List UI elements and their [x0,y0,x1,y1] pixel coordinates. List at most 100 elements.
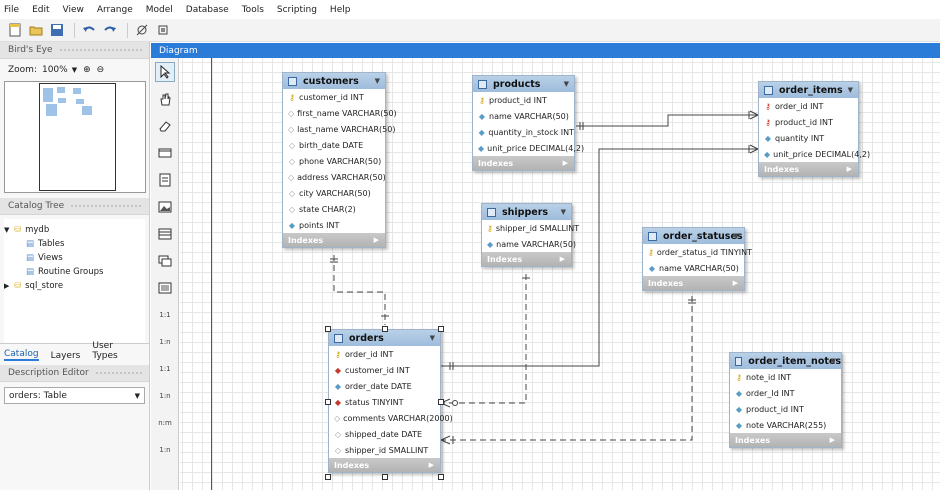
image-icon[interactable] [155,197,175,217]
entity-header[interactable]: shippers▼ [482,204,571,220]
column-row[interactable]: ◆quantity INT [759,130,858,146]
resize-handle[interactable] [438,326,444,332]
resize-handle[interactable] [382,326,388,332]
entity-header[interactable]: orders▼ [329,330,440,346]
note-icon[interactable] [155,170,175,190]
indexes-footer[interactable]: Indexes▶ [329,458,440,472]
relationship-existing-icon[interactable]: 1:n [155,440,175,460]
menu-scripting[interactable]: Scripting [276,4,317,15]
column-row[interactable]: ⚷product_id INT [759,114,858,130]
column-row[interactable]: ⚷order_id INT [759,98,858,114]
tree-item-mydb[interactable]: ▼⛁mydb [4,223,145,237]
expand-arrow-icon[interactable]: ▶ [732,279,738,287]
tab-catalog[interactable]: Catalog [4,349,39,361]
entity-header[interactable]: products▼ [473,76,574,92]
save-icon[interactable] [48,22,66,39]
expand-arrow-icon[interactable]: ▶ [428,461,434,469]
hand-icon[interactable] [155,89,175,109]
column-row[interactable]: ◆quantity_in_stock INT [473,124,574,140]
toggle-page-icon[interactable] [154,22,172,39]
expand-arrow-icon[interactable]: ▶ [373,236,379,244]
menu-arrange[interactable]: Arrange [96,4,133,15]
collapse-icon[interactable]: ▼ [374,77,380,85]
indexes-footer[interactable]: Indexes▶ [482,252,571,266]
expand-icon[interactable]: ▼ [4,226,10,234]
resize-handle[interactable] [325,326,331,332]
entity-order-item-notes[interactable]: order_item_notes▼ ⚷note_id INT ◆order_Id… [729,352,842,448]
entity-header[interactable]: order_item_notes▼ [730,353,841,369]
description-object-select[interactable]: orders: Table▼ [4,387,145,404]
zoom-in-icon[interactable]: ⊕ [83,65,91,75]
column-row[interactable]: ◆unit_price DECIMAL(4,2) [473,140,584,156]
routine-group-icon[interactable] [155,278,175,298]
entity-products[interactable]: products▼ ⚷product_id INT ◆name VARCHAR(… [472,75,584,171]
column-row[interactable]: ⚷order_status_id TINYINT [643,244,752,260]
collapse-icon[interactable]: ▼ [560,208,566,216]
column-row[interactable]: ◆points INT [283,217,385,233]
entity-header[interactable]: order_statuses▼ [643,228,744,244]
expand-arrow-icon[interactable]: ▶ [562,159,568,167]
column-row[interactable]: ◆product_id INT [730,401,841,417]
zoom-value[interactable]: 100% [41,65,68,75]
entity-shippers[interactable]: shippers▼ ⚷shipper_id SMALLINT ◆name VAR… [481,203,579,267]
relationship-1-n-nonid-icon[interactable]: 1:n [155,386,175,406]
pointer-icon[interactable] [155,62,175,82]
new-file-icon[interactable] [6,22,24,39]
relationship-1-1-icon[interactable]: 1:1 [155,305,175,325]
zoom-dropdown-icon[interactable]: ▼ [71,66,78,74]
resize-handle[interactable] [438,399,444,405]
resize-handle[interactable] [438,474,444,480]
column-row[interactable]: ⚷product_id INT [473,92,574,108]
column-row[interactable]: ◇city VARCHAR(50) [283,185,385,201]
entity-customers[interactable]: customers▼ ⚷customer_id INT ◇first_name … [282,72,397,248]
entity-orders[interactable]: orders▼ ⚷order_id INT ◆customer_id INT ◆… [328,329,453,473]
undo-icon[interactable] [80,22,98,39]
column-row[interactable]: ◇state CHAR(2) [283,201,385,217]
layer-icon[interactable] [155,143,175,163]
view-icon[interactable] [155,251,175,271]
collapse-icon[interactable]: ▼ [733,232,739,240]
indexes-footer[interactable]: Indexes▶ [283,233,385,247]
column-row[interactable]: ◆name VARCHAR(50) [643,260,744,276]
menu-edit[interactable]: Edit [32,4,50,15]
indexes-footer[interactable]: Indexes▶ [730,433,841,447]
column-row[interactable]: ◇comments VARCHAR(2000) [329,410,453,426]
entity-order-items[interactable]: order_items▼ ⚷order_id INT ⚷product_id I… [758,81,870,177]
eraser-icon[interactable] [155,116,175,136]
column-row[interactable]: ◆status TINYINT [329,394,440,410]
entity-header[interactable]: customers▼ [283,73,385,89]
column-row[interactable]: ◆order_Id INT [730,385,841,401]
column-row[interactable]: ⚷shipper_id SMALLINT [482,220,579,236]
open-folder-icon[interactable] [27,22,45,39]
indexes-footer[interactable]: Indexes▶ [643,276,744,290]
birds-eye-view[interactable] [4,81,146,193]
resize-handle[interactable] [325,474,331,480]
column-row[interactable]: ◇first_name VARCHAR(50) [283,105,397,121]
column-row[interactable]: ⚷customer_id INT [283,89,385,105]
column-row[interactable]: ◆unit_price DECIMAL(4,2) [759,146,870,162]
resize-handle[interactable] [382,474,388,480]
column-row[interactable]: ◆order_date DATE [329,378,440,394]
menu-view[interactable]: View [62,4,84,15]
menu-help[interactable]: Help [329,4,351,15]
table-icon[interactable] [155,224,175,244]
menu-model[interactable]: Model [145,4,173,15]
column-row[interactable]: ◆name VARCHAR(50) [482,236,576,252]
indexes-footer[interactable]: Indexes▶ [473,156,574,170]
tree-item-sql-store[interactable]: ▶⛁sql_store [4,279,145,293]
tree-item-routine-groups[interactable]: ▤Routine Groups [4,265,145,279]
relationship-1-n-icon[interactable]: 1:n [155,332,175,352]
menu-tools[interactable]: Tools [241,4,264,15]
column-row[interactable]: ◇shipper_id SMALLINT [329,442,440,458]
collapse-icon[interactable]: ▼ [563,80,569,88]
expand-icon[interactable]: ▶ [4,282,10,290]
column-row[interactable]: ◇last_name VARCHAR(50) [283,121,395,137]
resize-handle[interactable] [325,399,331,405]
column-row[interactable]: ◇phone VARCHAR(50) [283,153,385,169]
column-row[interactable]: ◇shipped_date DATE [329,426,440,442]
indexes-footer[interactable]: Indexes▶ [759,162,858,176]
redo-icon[interactable] [101,22,119,39]
column-row[interactable]: ⚷note_id INT [730,369,841,385]
tree-item-tables[interactable]: ▤Tables [4,237,145,251]
column-row[interactable]: ◆note VARCHAR(255) [730,417,841,433]
